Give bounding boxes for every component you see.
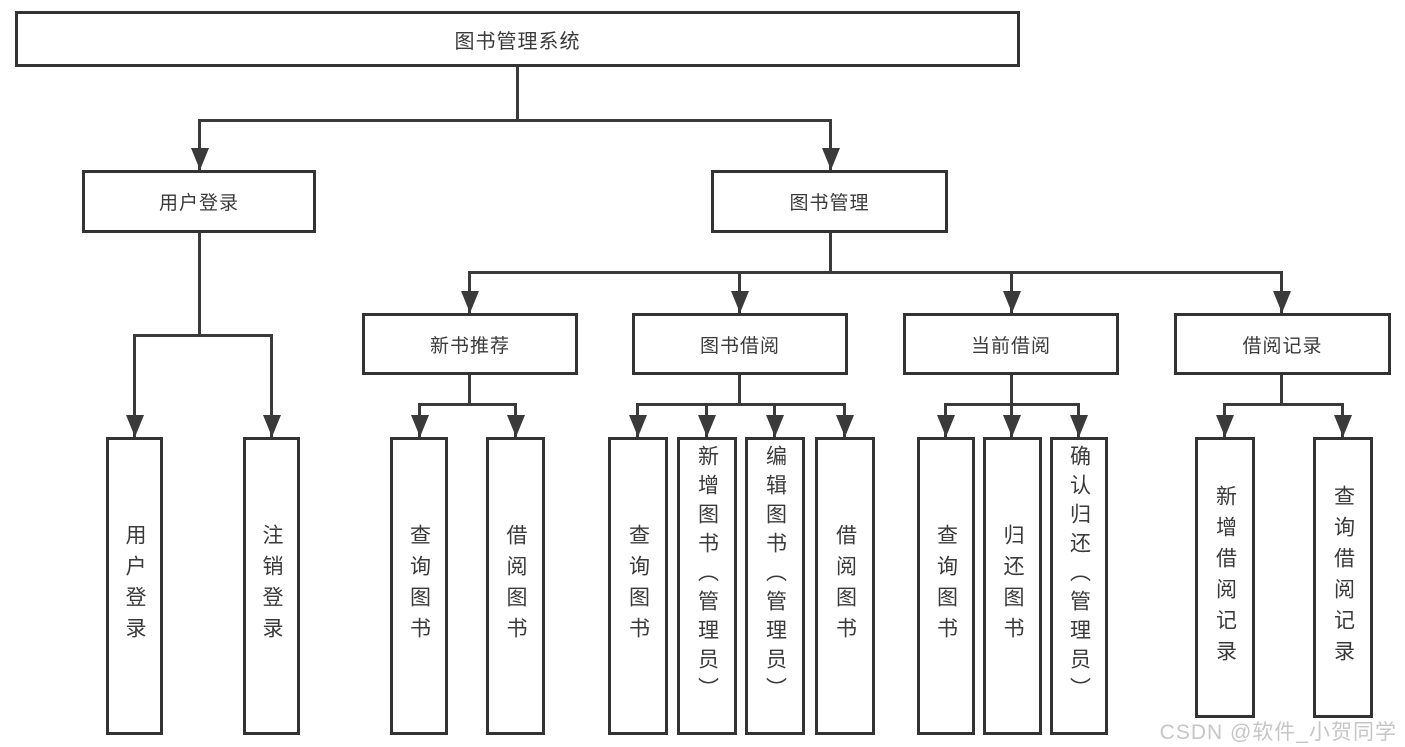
leaf-cb-return-books: 归还图书 [983,437,1042,735]
node-label: 图书管理系统 [454,30,581,53]
connector-vline [270,334,273,437]
connector-vline [198,233,201,336]
leaf-cb-confirm-return-admin: 确认归还（管理员） [1050,437,1108,735]
node-current-borrowing: 当前借阅 [903,313,1119,375]
arrow-down [1003,291,1021,313]
leaf-rec-query-books: 查询图书 [390,437,448,735]
leaf-bb-query-books: 查询图书 [608,437,668,735]
connector-hline [418,403,517,406]
arrow-down [126,415,144,437]
node-label: 确认归还（管理员） [1067,445,1091,706]
connector-vline [198,119,201,170]
node-label: 借阅记录 [1242,335,1323,357]
node-label: 当前借阅 [970,335,1051,357]
node-label: 图书管理 [789,193,870,214]
connector-vline [1280,375,1283,405]
node-borrowing-records: 借阅记录 [1174,313,1391,375]
arrow-down [1273,291,1291,313]
node-label: 新增图书（管理员） [695,445,719,706]
node-label: 编辑图书（管理员） [763,445,787,706]
node-book-management-system: 图书管理系统 [15,11,1020,67]
connector-vline [1010,375,1013,405]
connector-vline [829,233,832,274]
leaf-bb-borrow-books: 借阅图书 [815,437,875,735]
leaf-br-query-record: 查询借阅记录 [1313,437,1373,718]
arrow-down [1070,415,1088,437]
connector-vline [829,119,832,170]
connector-vline [738,375,741,405]
arrow-down [1003,415,1021,437]
arrow-down [731,291,749,313]
connector-hline [199,119,832,122]
node-label: 归还图书 [1001,524,1024,648]
node-label: 新书推荐 [429,335,510,357]
arrow-down [1216,415,1234,437]
arrow-down [191,148,209,170]
arrow-down [698,415,716,437]
arrow-down [461,291,479,313]
connector-hline [1224,403,1343,406]
arrow-down [263,415,281,437]
leaf-bb-edit-books-admin: 编辑图书（管理员） [745,437,805,735]
node-label: 查询图书 [626,524,650,648]
arrow-down [507,415,525,437]
node-label: 查询图书 [407,524,431,648]
arrow-down [766,415,784,437]
node-label: 用户登录 [123,524,146,648]
connector-vline [516,67,519,120]
leaf-user-login: 用户登录 [106,437,163,735]
leaf-bb-add-books-admin: 新增图书（管理员） [677,437,737,735]
arrow-down [836,415,854,437]
leaf-logout: 注销登录 [243,437,300,735]
arrow-down [1334,415,1352,437]
node-new-book-recommend: 新书推荐 [362,313,578,375]
leaf-br-add-record: 新增借阅记录 [1195,437,1255,718]
arrow-down [937,415,955,437]
node-label: 图书借阅 [699,335,780,357]
arrow-down [822,148,840,170]
node-label: 注销登录 [260,524,283,648]
connector-hline [133,334,273,337]
node-label: 借阅图书 [504,524,527,648]
node-label: 查询图书 [934,524,958,648]
connector-vline [133,334,136,437]
arrow-down [629,415,647,437]
node-label: 查询借阅记录 [1331,484,1355,671]
leaf-cb-query-books: 查询图书 [917,437,975,735]
node-book-borrowing: 图书借阅 [632,313,848,375]
arrow-down [411,415,429,437]
node-book-management: 图书管理 [711,170,948,233]
node-label: 借阅图书 [833,524,857,648]
connector-hline [637,403,846,406]
connector-vline [468,375,471,405]
leaf-rec-borrow-books: 借阅图书 [486,437,545,735]
node-user-login: 用户登录 [82,170,316,233]
connector-hline [469,271,1283,274]
node-label: 新增借阅记录 [1213,484,1237,671]
node-label: 用户登录 [158,193,239,214]
watermark: CSDN @软件_小贺同学 [1159,721,1397,744]
